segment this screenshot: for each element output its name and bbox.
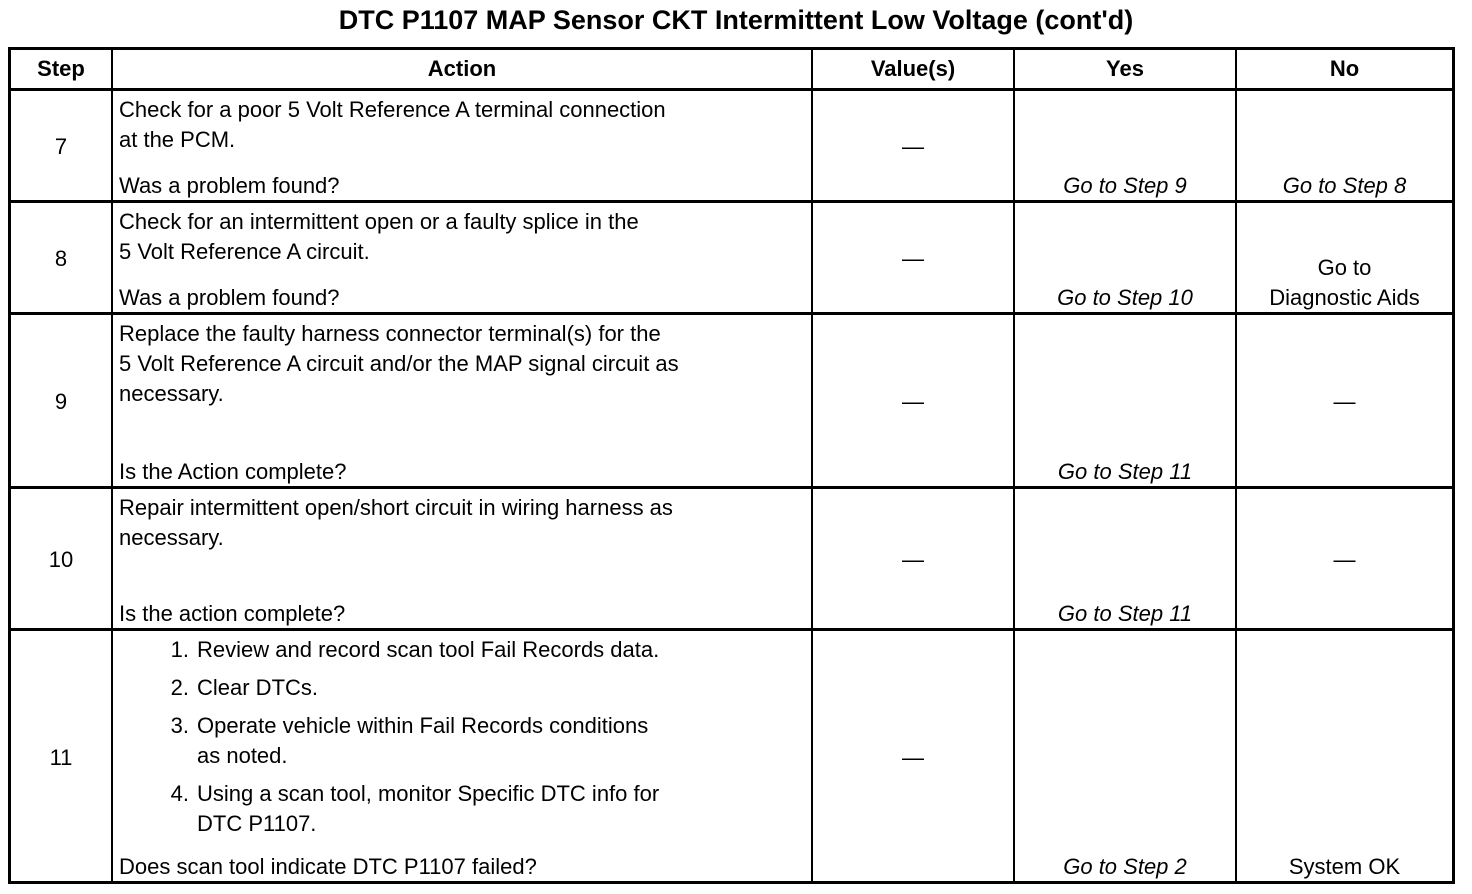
header-values: Value(s) bbox=[811, 50, 1013, 91]
diagnostic-table: Step Action Value(s) Yes No 7 Check for … bbox=[8, 47, 1455, 884]
yes-cell: Go to Step 2 bbox=[1013, 631, 1235, 884]
list-number: 4. bbox=[170, 781, 189, 806]
no-text: Go to Step 8 bbox=[1282, 173, 1407, 198]
list-text: Clear DTCs. bbox=[197, 675, 319, 700]
action-question: Is the Action complete? bbox=[119, 459, 347, 484]
yes-text: Go to Step 11 bbox=[1057, 459, 1193, 484]
list-text: Using a scan tool, monitor Specific DTC … bbox=[197, 781, 660, 806]
action-cell: Replace the faulty harness connector ter… bbox=[111, 315, 811, 489]
table-row: 9 Replace the faulty harness connector t… bbox=[11, 312, 1452, 489]
yes-cell: Go to Step 11 bbox=[1013, 489, 1235, 631]
list-text: DTC P1107. bbox=[197, 811, 317, 836]
no-text: Go to bbox=[1317, 255, 1372, 280]
action-text: Check for a poor 5 Volt Reference A term… bbox=[119, 97, 666, 122]
action-question: Is the action complete? bbox=[119, 601, 346, 626]
value-cell: — bbox=[811, 203, 1013, 315]
action-cell: Repair intermittent open/short circuit i… bbox=[111, 489, 811, 631]
step-number: 10 bbox=[48, 547, 74, 572]
value-text: — bbox=[902, 246, 924, 271]
step-number: 11 bbox=[49, 744, 73, 770]
step-number: 9 bbox=[54, 389, 68, 414]
list-item: 2. Clear DTCs. bbox=[119, 673, 805, 703]
header-action: Action bbox=[111, 50, 811, 91]
step-cell: 8 bbox=[11, 203, 111, 315]
yes-text: Go to Step 9 bbox=[1063, 173, 1187, 198]
action-text: at the PCM. bbox=[119, 127, 236, 152]
step-cell: 9 bbox=[11, 315, 111, 489]
value-cell: — bbox=[811, 91, 1013, 203]
no-cell: — bbox=[1235, 489, 1452, 631]
list-item: 3. Operate vehicle within Fail Records co… bbox=[119, 711, 805, 771]
yes-cell: Go to Step 10 bbox=[1013, 203, 1235, 315]
value-cell: — bbox=[811, 315, 1013, 489]
page-title: DTC P1107 MAP Sensor CKT Intermittent Lo… bbox=[338, 5, 1134, 35]
no-value: — bbox=[1333, 547, 1356, 572]
yes-text: Go to Step 2 bbox=[1063, 854, 1187, 879]
yes-text: Go to Step 11 bbox=[1057, 601, 1193, 626]
value-text: — bbox=[902, 134, 924, 159]
action-text: Replace the faulty harness connector ter… bbox=[119, 321, 661, 346]
action-cell: Check for an intermittent open or a faul… bbox=[111, 203, 811, 315]
action-cell: 1. Review and record scan tool Fail Recor… bbox=[111, 631, 811, 884]
step-cell: 7 bbox=[11, 91, 111, 203]
list-number: 2. bbox=[170, 675, 189, 700]
step-cell: 10 bbox=[11, 489, 111, 631]
action-question: Was a problem found? bbox=[119, 173, 340, 198]
no-cell: System OK bbox=[1235, 631, 1452, 884]
header-yes: Yes bbox=[1013, 50, 1235, 91]
table-header: Step Action Value(s) Yes No bbox=[11, 50, 1452, 91]
list-text: Operate vehicle within Fail Records cond… bbox=[197, 713, 649, 738]
no-value: — bbox=[1333, 389, 1356, 414]
list-item: 4. Using a scan tool, monitor Specific DT… bbox=[119, 779, 805, 839]
action-text: Repair intermittent open/short circuit i… bbox=[119, 495, 673, 520]
no-cell: — bbox=[1235, 315, 1452, 489]
action-text: necessary. bbox=[119, 525, 224, 550]
value-cell: — bbox=[811, 489, 1013, 631]
table-row: 7 Check for a poor 5 Volt Reference A te… bbox=[11, 88, 1452, 203]
table-row: 10 Repair intermittent open/short circui… bbox=[11, 486, 1452, 631]
action-text: Check for an intermittent open or a faul… bbox=[119, 209, 639, 234]
action-text: necessary. bbox=[119, 381, 224, 406]
action-steps-list: 1. Review and record scan tool Fail Recor… bbox=[119, 635, 805, 847]
table-row: 8 Check for an intermittent open or a fa… bbox=[11, 200, 1452, 315]
action-question: Was a problem found? bbox=[119, 285, 340, 310]
step-cell: 11 bbox=[11, 631, 111, 884]
value-text: — bbox=[902, 547, 924, 572]
header-no: No bbox=[1235, 50, 1452, 91]
header-step: Step bbox=[37, 56, 85, 81]
value-cell: — bbox=[811, 631, 1013, 884]
action-text: 5 Volt Reference A circuit. bbox=[119, 239, 370, 264]
list-text: as noted. bbox=[197, 743, 288, 768]
step-number: 7 bbox=[54, 134, 68, 159]
list-number: 1. bbox=[170, 637, 189, 662]
action-cell: Check for a poor 5 Volt Reference A term… bbox=[111, 91, 811, 203]
step-number: 8 bbox=[54, 246, 68, 271]
list-text: Review and record scan tool Fail Records… bbox=[197, 637, 660, 662]
action-text: 5 Volt Reference A circuit and/or the MA… bbox=[119, 351, 679, 376]
list-number: 3. bbox=[170, 713, 189, 738]
table-row: 11 1. Review and record scan tool Fail Re… bbox=[11, 628, 1452, 884]
yes-cell: Go to Step 9 bbox=[1013, 91, 1235, 203]
no-text: System OK bbox=[1288, 854, 1401, 879]
action-question: Does scan tool indicate DTC P1107 failed… bbox=[119, 854, 537, 879]
no-text: Diagnostic Aids bbox=[1269, 285, 1420, 310]
yes-text: Go to Step 10 bbox=[1057, 285, 1193, 310]
list-item: 1. Review and record scan tool Fail Recor… bbox=[119, 635, 805, 665]
yes-cell: Go to Step 11 bbox=[1013, 315, 1235, 489]
value-text: — bbox=[902, 389, 924, 414]
value-text: — bbox=[902, 744, 924, 770]
no-cell: Go to Step 8 bbox=[1235, 91, 1452, 203]
no-cell: Go to Diagnostic Aids bbox=[1235, 203, 1452, 315]
